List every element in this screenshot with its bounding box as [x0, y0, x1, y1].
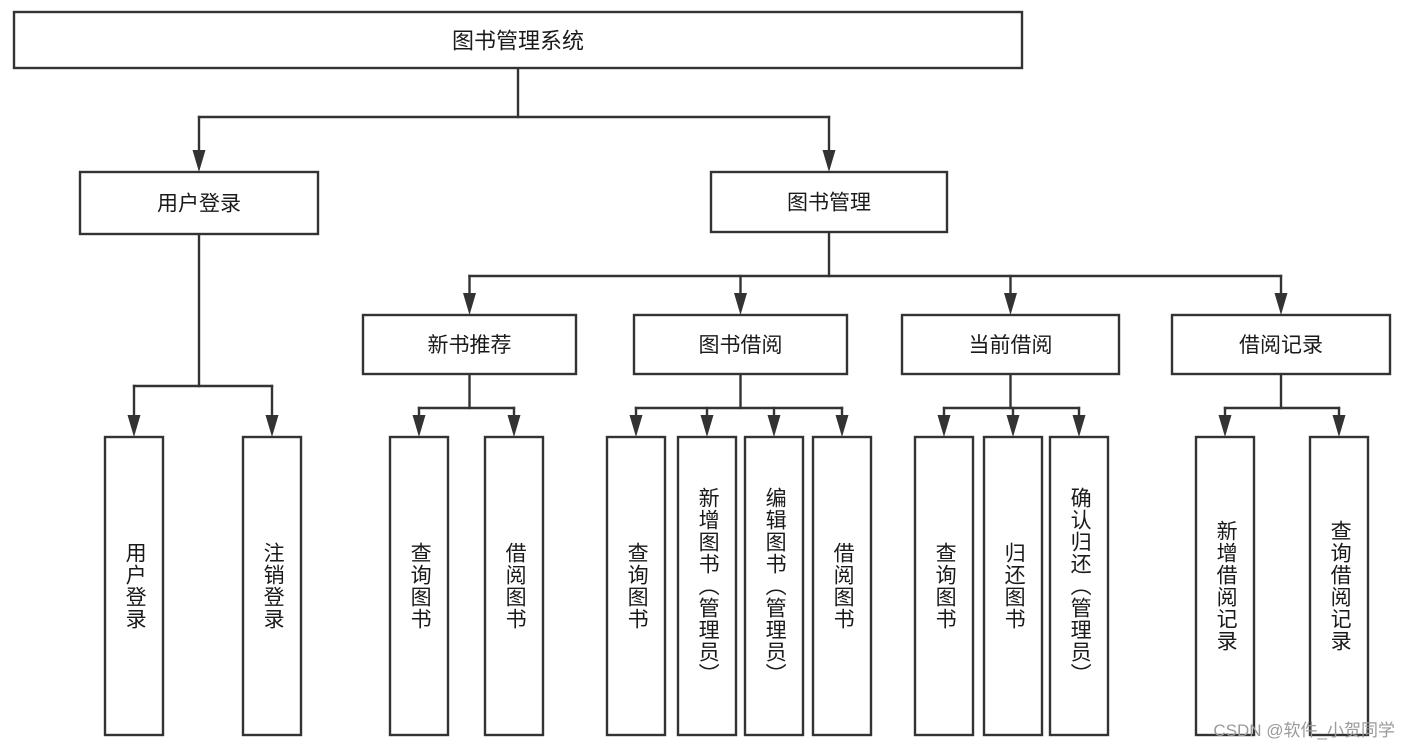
node-book-manage-label: 图书管理 [787, 192, 871, 215]
node-leaf-logout-login[interactable] [241, 435, 303, 737]
node-book-borrow-label: 图书借阅 [699, 334, 783, 357]
root-node-book-management-system[interactable] [12, 10, 1024, 70]
node-current-borrow[interactable] [900, 313, 1121, 376]
node-borrow-record-label: 借阅记录 [1239, 334, 1323, 357]
node-user-login[interactable] [78, 170, 320, 236]
node-borrow-record[interactable] [1170, 313, 1392, 376]
node-leaf-borrow-book-2[interactable] [811, 435, 873, 737]
node-leaf-borrow-book-1[interactable] [483, 435, 545, 737]
node-leaf-edit-book[interactable] [743, 435, 805, 737]
root-node-book-management-system-label: 图书管理系统 [452, 29, 584, 54]
node-new-book-recommend-label: 新书推荐 [428, 334, 512, 357]
node-leaf-confirm-return[interactable] [1048, 435, 1110, 737]
connector-lines [127, 66, 1346, 437]
node-leaf-query-book-2[interactable] [605, 435, 667, 737]
node-leaf-return-book[interactable] [982, 435, 1044, 737]
node-current-borrow-label: 当前借阅 [969, 334, 1053, 357]
node-leaf-add-book[interactable] [676, 435, 738, 737]
node-book-manage[interactable] [709, 170, 949, 234]
node-leaf-add-record[interactable] [1194, 435, 1256, 737]
node-user-login-label: 用户登录 [157, 193, 241, 216]
node-book-borrow[interactable] [632, 313, 849, 376]
node-new-book-recommend[interactable] [361, 313, 578, 376]
node-leaf-query-book-3[interactable] [913, 435, 975, 737]
watermark-text: CSDN @软件_小贺同学 [1213, 721, 1395, 740]
node-boxes [12, 10, 1392, 737]
node-leaf-query-book-1[interactable] [388, 435, 450, 737]
node-leaf-query-record[interactable] [1308, 435, 1370, 737]
node-leaf-user-login[interactable] [103, 435, 165, 737]
